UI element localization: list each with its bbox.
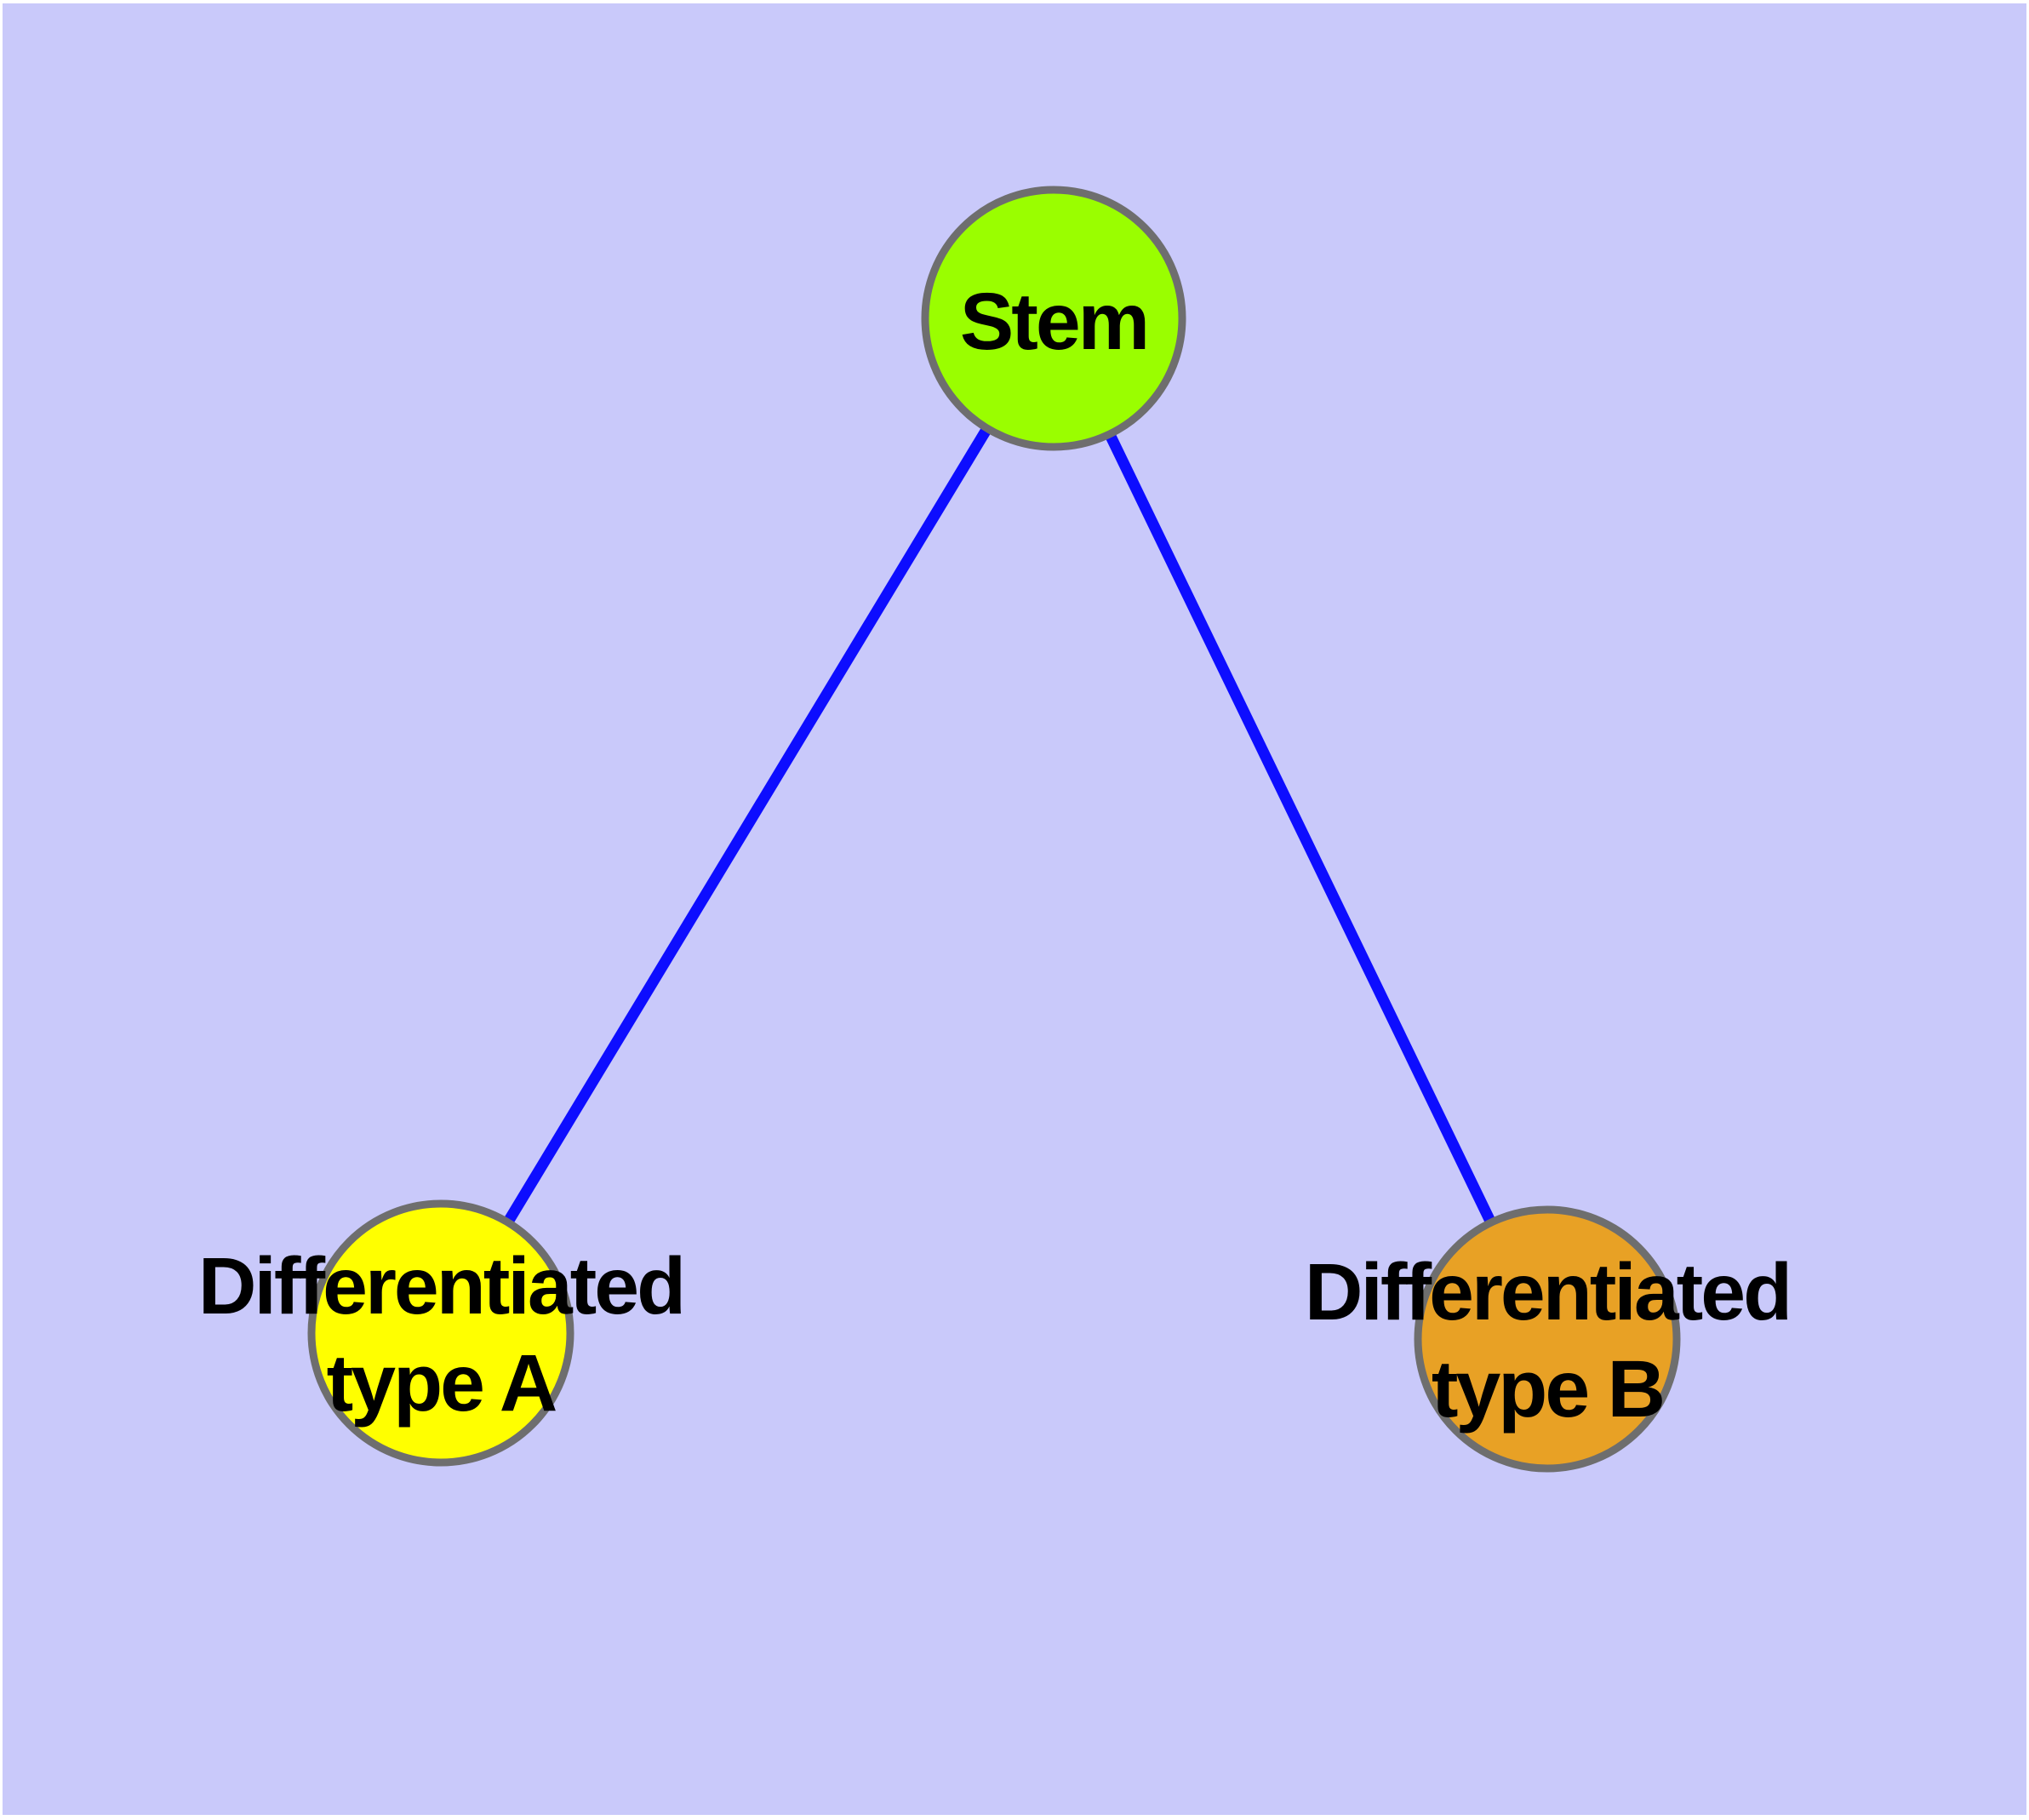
node-stem-circle[interactable] [921,186,1186,451]
node-stem-label: Stem [960,277,1147,367]
edge-stem-to-type-b [1049,316,1552,1342]
node-type-a-circle[interactable] [307,1199,574,1467]
node-type-a-label-line1: Differentiated [198,1241,683,1331]
node-type-b-label-line1: Differentiated [1305,1247,1790,1337]
edge-stem-to-type-a [436,315,1059,1336]
node-type-a-label-line2: type A [327,1338,557,1428]
node-type-b-circle[interactable] [1414,1205,1681,1473]
node-type-b-label-line2: type B [1432,1344,1663,1434]
